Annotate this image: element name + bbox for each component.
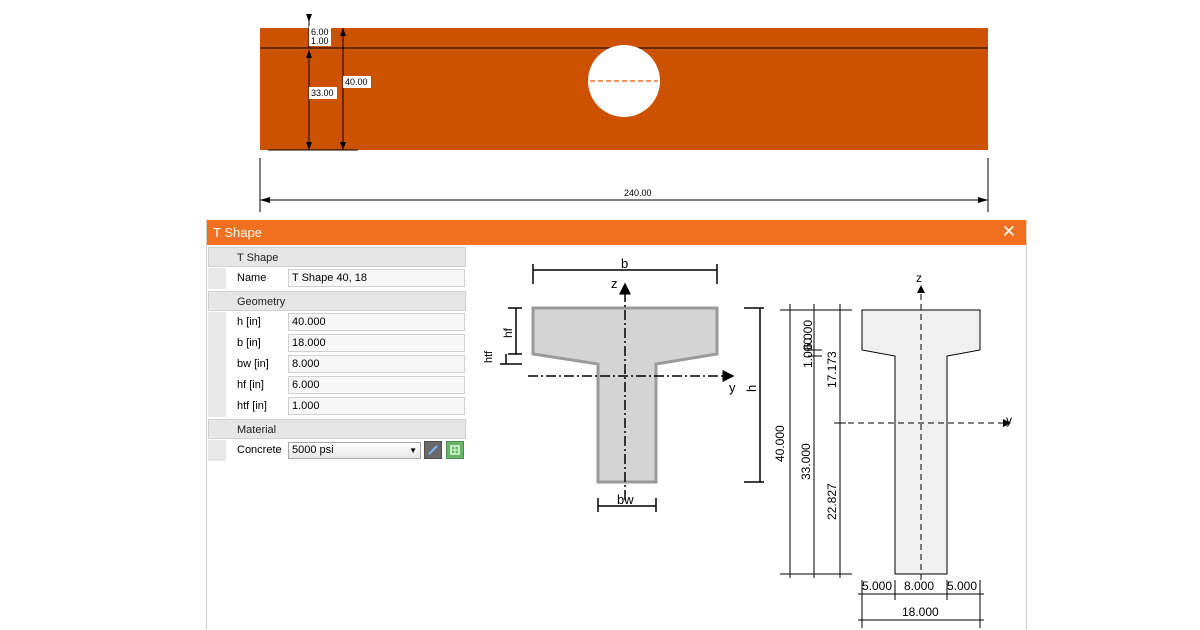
close-icon[interactable]: ✕ xyxy=(1001,222,1016,241)
overhang-right-label: 5.000 xyxy=(947,579,977,593)
htf-label: htf xyxy=(483,350,495,363)
length-dim-box xyxy=(622,187,658,199)
name-field[interactable]: T Shape 40, 18 xyxy=(288,269,465,287)
new-material-icon xyxy=(450,445,460,455)
htf-label: htf [in] xyxy=(237,400,267,412)
concrete-select[interactable]: 5000 psi ▼ xyxy=(288,442,421,459)
pencil-icon xyxy=(428,445,438,455)
property-grid: T Shape Name T Shape 40, 18 Geometry h [… xyxy=(208,247,466,461)
hf-label: hf xyxy=(501,327,515,338)
name-label: Name xyxy=(237,272,267,284)
row-name: Name T Shape 40, 18 xyxy=(208,268,466,289)
section-geometry[interactable]: Geometry xyxy=(208,291,466,311)
bw-label: bw xyxy=(617,492,634,507)
row-b: b [in] 18.000 xyxy=(208,333,466,354)
h-label: h [in] xyxy=(237,316,261,328)
section-z-label: z xyxy=(916,271,922,285)
top-flange-label: 6.000 xyxy=(801,320,815,350)
h-label: h xyxy=(744,385,759,392)
lower-dist-label: 22.827 xyxy=(825,483,839,520)
row-hf: hf [in] 6.000 xyxy=(208,375,466,396)
arrow-length-right xyxy=(978,197,988,203)
h-field[interactable]: 40.000 xyxy=(288,313,465,331)
upper-dist-label: 17.173 xyxy=(825,351,839,388)
edit-material-button[interactable] xyxy=(424,441,442,459)
chevron-down-icon: ▼ xyxy=(409,446,417,455)
total-w-label: 18.000 xyxy=(902,605,939,619)
b-label: b xyxy=(621,256,628,271)
arrow-flange xyxy=(306,14,312,22)
row-bw: bw [in] 8.000 xyxy=(208,354,466,375)
hf-field[interactable]: 6.000 xyxy=(288,376,465,394)
flange-dim-b: 1.00 xyxy=(311,36,329,46)
height-dim-box xyxy=(343,76,371,88)
web-dim-label: 33.00 xyxy=(311,88,334,98)
htf-field[interactable]: 1.000 xyxy=(288,397,465,415)
web-h-label: 33.000 xyxy=(799,443,813,480)
section-tshape[interactable]: T Shape xyxy=(208,247,466,267)
height-dim-label: 40.00 xyxy=(345,77,368,87)
section-shape xyxy=(861,309,981,575)
arrow-length-left xyxy=(260,197,270,203)
arrow-height-top xyxy=(340,28,346,36)
row-concrete: Concrete 5000 psi ▼ xyxy=(208,440,466,461)
section-material[interactable]: Material xyxy=(208,419,466,439)
arrow-web-bottom xyxy=(306,142,312,150)
section-view: z y 40.000 33.000 6.000 1.000 17.173 22.… xyxy=(773,271,1012,628)
flange-dim-a: 6.00 xyxy=(311,27,329,37)
arrow-web-top xyxy=(306,50,312,58)
bw-label: bw [in] xyxy=(237,358,269,370)
z-axis-label: z xyxy=(611,276,618,291)
row-htf: htf [in] 1.000 xyxy=(208,396,466,417)
beam-elevation-drawing: 6.00 1.00 33.00 40.00 240.00 xyxy=(259,14,989,212)
length-dim-label: 240.00 xyxy=(624,188,652,198)
arrow-height-bottom xyxy=(340,142,346,150)
concrete-selected-value: 5000 psi xyxy=(292,444,334,456)
flange-dim-box xyxy=(309,26,331,46)
hf-label: hf [in] xyxy=(237,379,264,391)
total-h-label: 40.000 xyxy=(773,425,787,462)
section-y-label: y xyxy=(1006,413,1012,427)
overhang-left-label: 5.000 xyxy=(862,579,892,593)
web-w-label: 8.000 xyxy=(904,579,934,593)
dialog-title-bar: T Shape ✕ xyxy=(207,220,1026,245)
row-h: h [in] 40.000 xyxy=(208,312,466,333)
taper-label: 1.000 xyxy=(801,338,815,368)
t-shape-schematic: b z y h hf htf bw xyxy=(483,256,764,512)
y-axis-label: y xyxy=(729,380,736,395)
b-field[interactable]: 18.000 xyxy=(288,334,465,352)
new-material-button[interactable] xyxy=(446,441,464,459)
web-dim-box xyxy=(309,87,337,99)
concrete-label: Concrete xyxy=(237,444,282,456)
dialog-title: T Shape xyxy=(213,225,262,240)
bw-field[interactable]: 8.000 xyxy=(288,355,465,373)
b-label: b [in] xyxy=(237,337,261,349)
